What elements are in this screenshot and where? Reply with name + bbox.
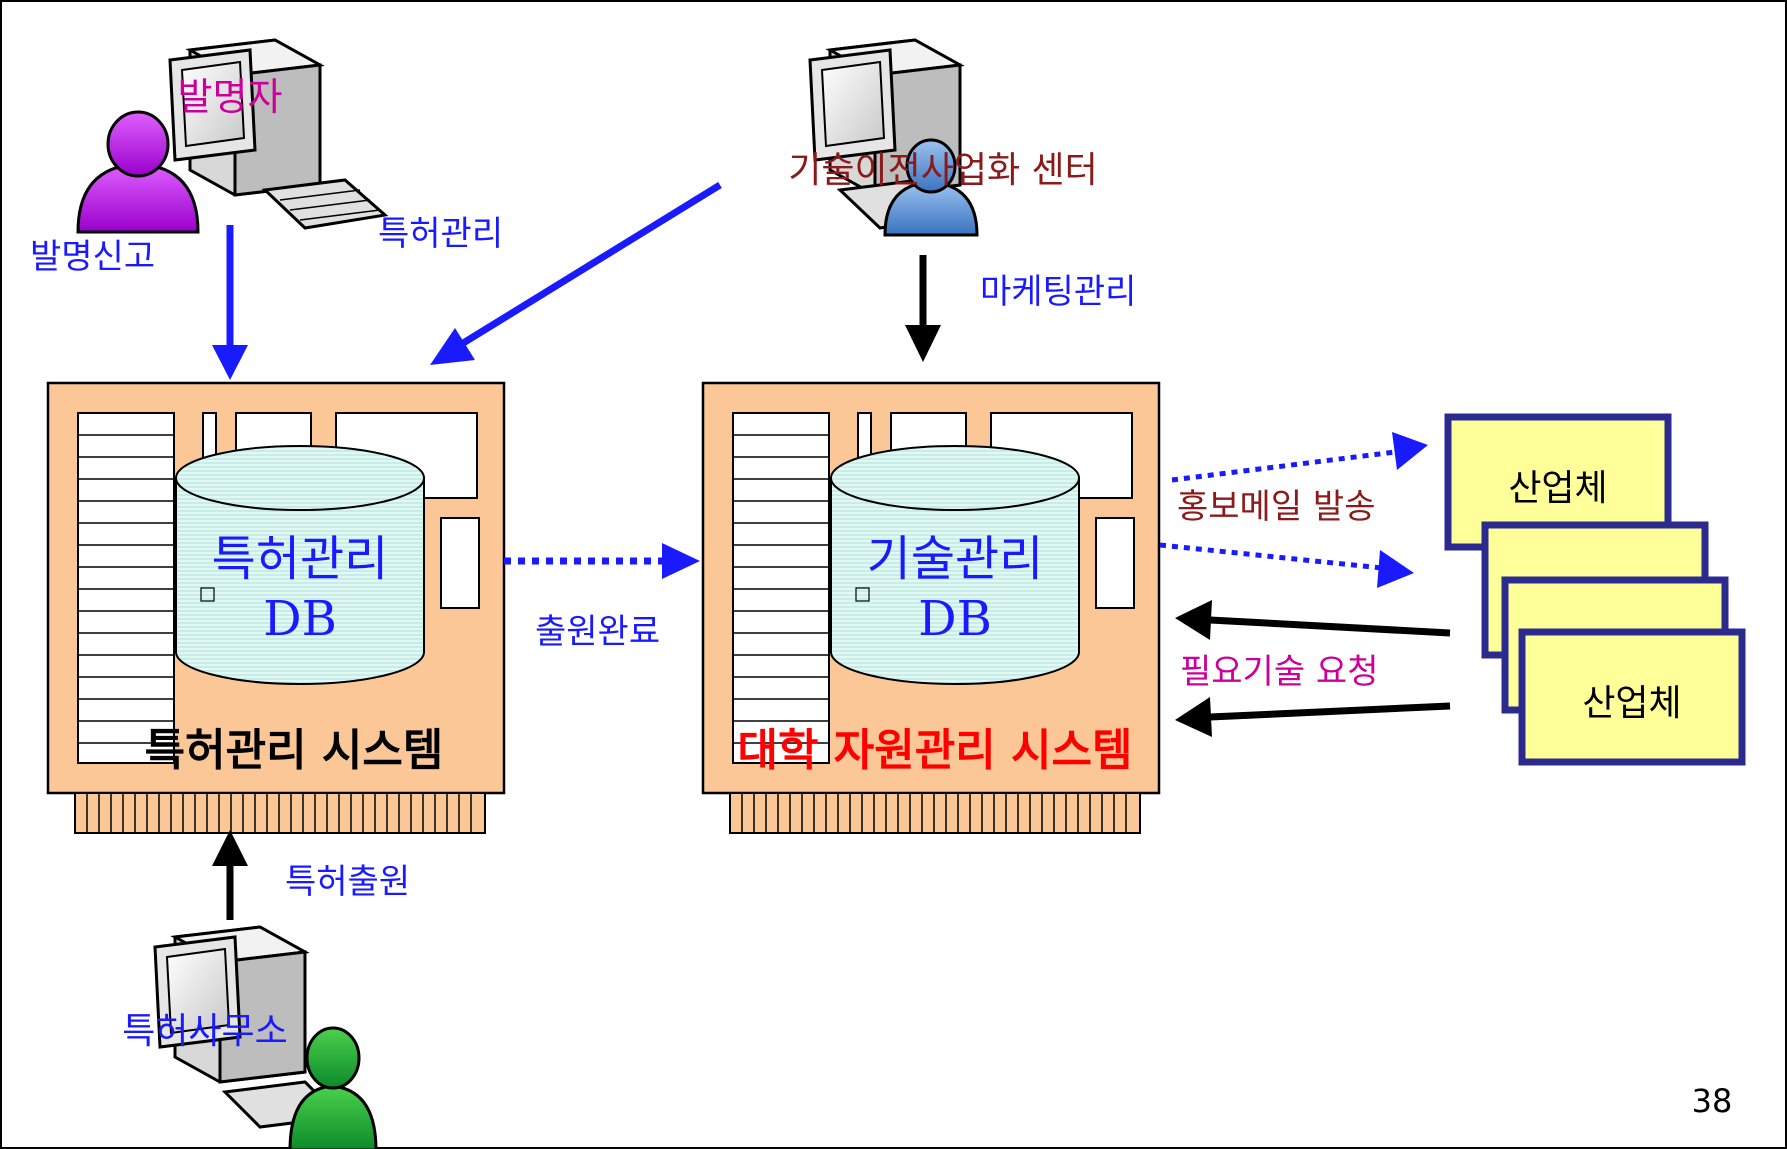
inventor-workstation: 발명자 <box>76 38 389 234</box>
university-system-title: 대학 자원관리 시스템 <box>738 725 1133 776</box>
marketing-management-arrow <box>905 255 941 362</box>
tech-request-arrow-lower <box>1175 697 1451 737</box>
page-number: 38 <box>1692 1082 1733 1120</box>
tech-db-label-line2: DB <box>918 591 992 647</box>
patent-management-arrow <box>430 182 722 365</box>
marketing-management-label: 마케팅관리 <box>980 272 1136 312</box>
person-icon <box>288 1026 378 1149</box>
patent-filing-label: 특허출원 <box>285 862 410 902</box>
patent-db-label-line2: DB <box>263 591 337 647</box>
invention-report-label: 발명신고 <box>30 237 155 277</box>
tech-center-workstation: 기술이전사업화 센터 <box>788 38 1098 237</box>
desktop-computer-icon <box>153 925 344 1129</box>
promo-mail-arrow-upper <box>1171 432 1428 483</box>
industry-label-top: 산업체 <box>1508 468 1607 509</box>
person-icon <box>76 110 200 234</box>
invention-report-arrow <box>212 225 248 380</box>
tech-center-label: 기술이전사업화 센터 <box>788 150 1098 191</box>
patent-system-board: 특허관리 DB 특허관리 시스템 <box>46 381 506 834</box>
promo-mail-arrow-lower <box>1159 542 1414 588</box>
person-icon <box>883 138 979 237</box>
tech-request-label: 필요기술 요청 <box>1180 652 1379 692</box>
industry-box-4 <box>1518 628 1746 766</box>
filing-complete-label: 출원완료 <box>535 612 660 652</box>
database-cylinder-icon <box>175 445 425 685</box>
patent-office-label: 특허사무소 <box>122 1011 288 1052</box>
patent-management-arrow-label: 특허관리 <box>378 214 503 254</box>
patent-system-title: 특허관리 시스템 <box>145 725 444 776</box>
industry-box-stack: 산업체 산업체 <box>1444 413 1746 766</box>
desktop-computer-icon <box>168 38 389 230</box>
filing-complete-arrow <box>504 543 700 579</box>
tech-request-arrow-upper <box>1175 600 1451 640</box>
university-system-board: 기술관리 DB 대학 자원관리 시스템 <box>701 381 1161 834</box>
patent-office-workstation: 특허사무소 <box>122 925 378 1149</box>
database-cylinder-icon <box>830 445 1080 685</box>
industry-label-bottom: 산업체 <box>1582 683 1681 724</box>
patent-filing-arrow <box>212 830 248 920</box>
inventor-label: 발명자 <box>178 75 283 119</box>
promo-mail-label: 홍보메일 발송 <box>1177 487 1376 527</box>
tech-db-label-line1: 기술관리 <box>867 531 1044 587</box>
patent-db-label-line1: 특허관리 <box>212 531 389 587</box>
